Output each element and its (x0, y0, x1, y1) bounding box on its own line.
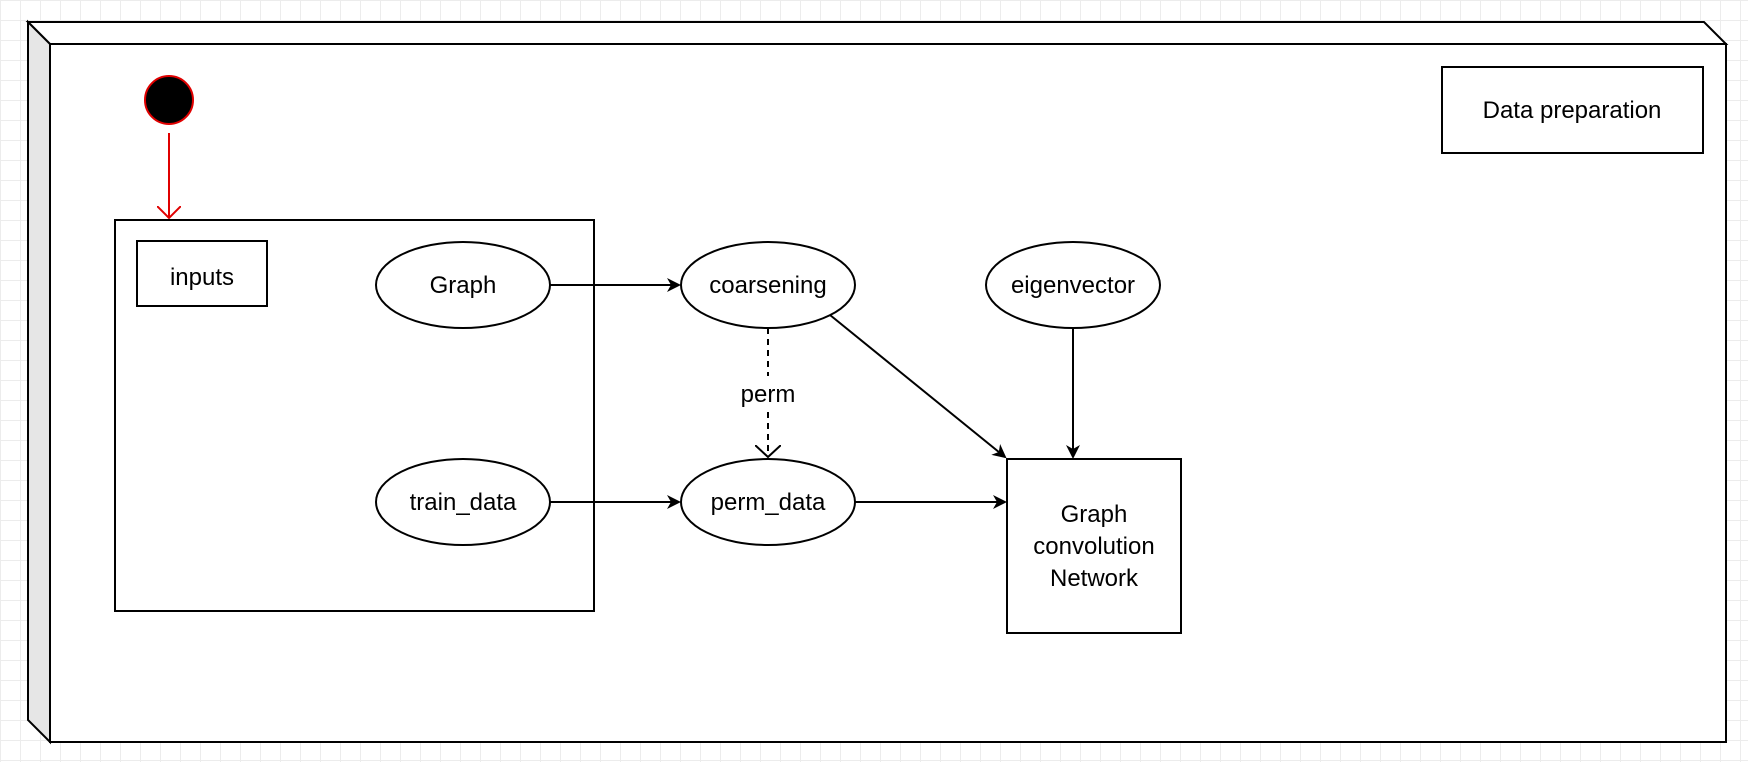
frame-title: Data preparation (1483, 97, 1662, 124)
eigenvector-node[interactable]: eigenvector (985, 241, 1161, 329)
eigenvector-node-label: eigenvector (1011, 272, 1135, 299)
gcn-node[interactable]: Graph convolution Network (1006, 458, 1182, 634)
frame-title-box[interactable]: Data preparation (1441, 66, 1704, 154)
coarsening-node-label: coarsening (709, 272, 826, 299)
graph-node-label: Graph (430, 272, 497, 299)
perm-edge-label: perm (741, 381, 796, 408)
train-data-node-label: train_data (410, 489, 517, 516)
start-node[interactable] (144, 75, 194, 125)
inputs-label-box (136, 240, 268, 307)
inputs-container[interactable]: inputs (114, 219, 595, 612)
graph-node[interactable]: Graph (375, 241, 551, 329)
train-data-node[interactable]: train_data (375, 458, 551, 546)
edge-coarsening-to-perm-data[interactable]: perm (741, 328, 796, 457)
gcn-label-line2: convolution (1033, 533, 1154, 560)
edge-coarsening-to-gcn[interactable] (829, 314, 1007, 459)
coarsening-node[interactable]: coarsening (680, 241, 856, 329)
perm-data-node-label: perm_data (711, 489, 826, 516)
gcn-label-line1: Graph (1061, 501, 1128, 528)
perm-data-node[interactable]: perm_data (680, 458, 856, 546)
inputs-label: inputs (170, 264, 234, 291)
gcn-label-line3: Network (1050, 565, 1139, 592)
